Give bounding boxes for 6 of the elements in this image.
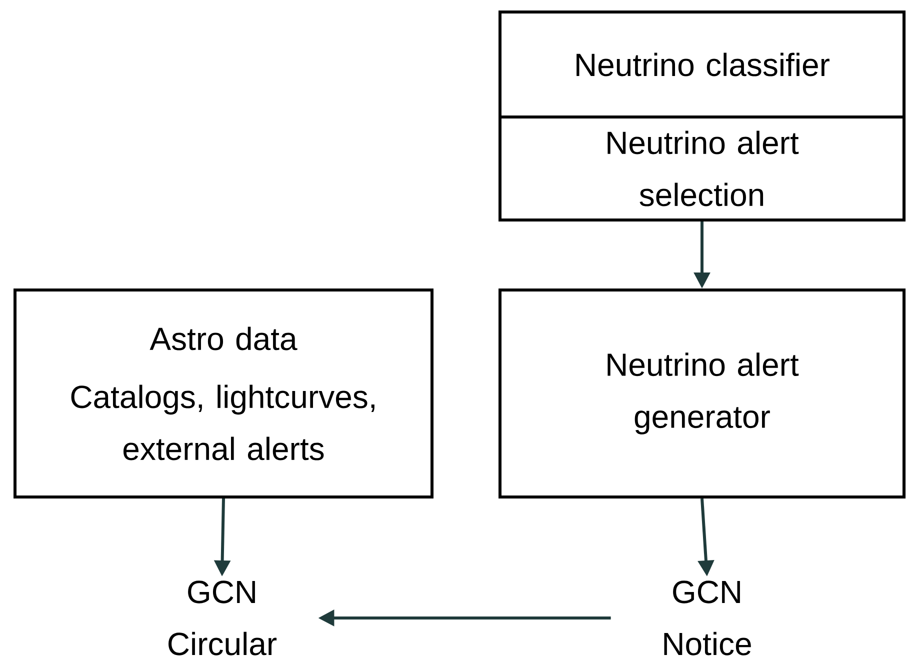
process-box: Neutrino classifier [498,10,906,118]
output-label: GCN Notice [664,580,751,656]
output-label: GCN Circular [168,580,277,656]
process-box: Neutrino alert generator [498,288,906,498]
process-box: Neutrino alert selection [498,116,906,222]
process-box: Astro data Catalogs, lightcurves, external alerts [14,288,434,498]
